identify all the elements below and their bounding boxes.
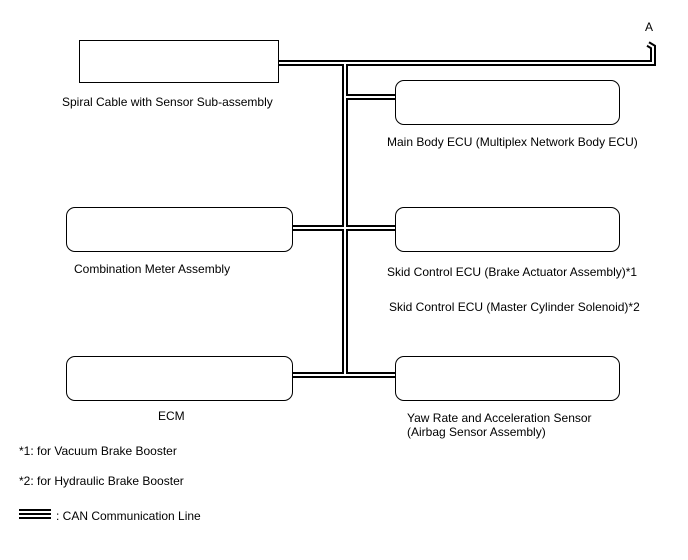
combination-meter-label: Combination Meter Assembly (74, 262, 231, 276)
combination-meter-box (66, 207, 293, 252)
yaw-rate-label-line1: Yaw Rate and Acceleration Sensor (407, 411, 592, 425)
footnote-1: *1: for Vacuum Brake Booster (19, 444, 177, 458)
skid-control-ecu-box (395, 207, 620, 252)
bus-top-horizontal (279, 41, 656, 66)
yaw-rate-label-line2: (Airbag Sensor Assembly) (407, 425, 546, 439)
spiral-cable-box (79, 40, 279, 83)
ecm-box (66, 356, 293, 401)
ecm-label: ECM (158, 409, 185, 423)
connector-label-a: A (645, 20, 654, 34)
legend-can-label: : CAN Communication Line (56, 509, 201, 523)
footnote-2: *2: for Hydraulic Brake Booster (19, 474, 184, 488)
spiral-cable-label: Spiral Cable with Sensor Sub-assembly (62, 95, 273, 109)
skid-control-actuator-label: Skid Control ECU (Brake Actuator Assembl… (387, 265, 638, 279)
main-body-ecu-label: Main Body ECU (Multiplex Network Body EC… (387, 135, 638, 149)
skid-control-solenoid-label: Skid Control ECU (Master Cylinder Soleno… (389, 300, 640, 314)
yaw-rate-sensor-box (395, 356, 620, 401)
main-body-ecu-box (395, 80, 620, 125)
